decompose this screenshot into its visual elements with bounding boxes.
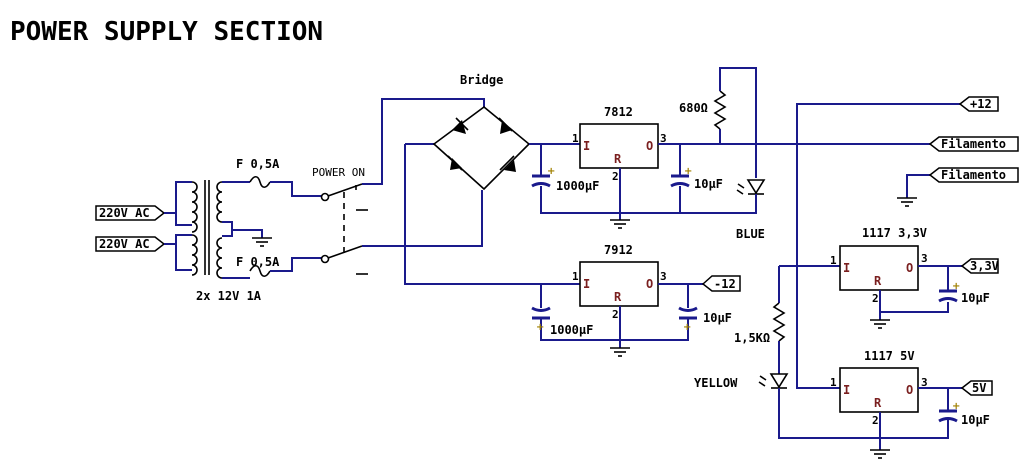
regulator-7812: 7812 I O R 1 3 2 bbox=[572, 105, 667, 183]
page-title: POWER SUPPLY SECTION bbox=[10, 17, 323, 47]
resistor-680 bbox=[713, 90, 727, 130]
cap-c1-label: 1000µF bbox=[556, 179, 599, 193]
svg-text:+: + bbox=[684, 166, 692, 177]
svg-text:R: R bbox=[874, 396, 882, 410]
capacitor-c2: + bbox=[670, 166, 692, 188]
ground-symbol bbox=[870, 319, 890, 329]
svg-text:O: O bbox=[646, 139, 653, 153]
svg-text:3: 3 bbox=[921, 376, 928, 389]
led-blue-label: BLUE bbox=[736, 227, 765, 241]
output-3v3: 3,3V bbox=[960, 258, 999, 274]
cap-c6-label: 10µF bbox=[961, 413, 990, 427]
capacitor-c1: + bbox=[531, 166, 555, 188]
cap-c3-label: 1000µF bbox=[550, 323, 593, 337]
svg-text:1117 5V: 1117 5V bbox=[864, 349, 915, 363]
svg-text:1: 1 bbox=[830, 254, 837, 267]
led-blue bbox=[736, 179, 766, 195]
svg-text:3: 3 bbox=[660, 132, 667, 145]
cap-c2-label: 10µF bbox=[694, 177, 723, 191]
svg-text:Filamento: Filamento bbox=[941, 137, 1006, 151]
svg-text:I: I bbox=[583, 139, 590, 153]
output-filamento-2: Filamento bbox=[928, 167, 1019, 183]
svg-text:5V: 5V bbox=[972, 381, 986, 395]
svg-text:7912: 7912 bbox=[604, 243, 633, 257]
regulator-7912: 7912 I O R 1 3 2 bbox=[572, 243, 667, 321]
svg-text:3: 3 bbox=[921, 252, 928, 265]
ground-symbol bbox=[252, 237, 272, 247]
svg-text:+: + bbox=[547, 166, 555, 177]
cap-c5-label: 10µF bbox=[961, 291, 990, 305]
fuse-bottom-label: F 0,5A bbox=[236, 255, 280, 269]
ac-input-bottom: 220V AC bbox=[95, 236, 166, 252]
transformer bbox=[191, 180, 223, 279]
svg-text:2: 2 bbox=[872, 414, 879, 427]
svg-text:2: 2 bbox=[612, 170, 619, 183]
svg-text:I: I bbox=[843, 261, 850, 275]
capacitor-c5: + bbox=[938, 281, 960, 303]
svg-text:R: R bbox=[874, 274, 882, 288]
svg-text:+: + bbox=[683, 322, 691, 333]
capacitor-c4: + bbox=[678, 306, 698, 333]
svg-text:+: + bbox=[536, 322, 544, 333]
svg-text:2: 2 bbox=[612, 308, 619, 321]
ground-symbol bbox=[897, 197, 917, 207]
svg-text:7812: 7812 bbox=[604, 105, 633, 119]
svg-text:I: I bbox=[583, 277, 590, 291]
svg-text:R: R bbox=[614, 290, 622, 304]
capacitor-c3: + bbox=[531, 306, 551, 333]
ac-input-top: 220V AC bbox=[95, 205, 166, 221]
transformer-label: 2x 12V 1A bbox=[196, 289, 262, 303]
capacitor-c6: + bbox=[938, 401, 960, 423]
svg-text:O: O bbox=[906, 383, 913, 397]
resistor-1k5-label: 1,5KΩ bbox=[734, 331, 770, 345]
svg-text:1117 3,3V: 1117 3,3V bbox=[862, 226, 927, 240]
svg-text:3,3V: 3,3V bbox=[970, 259, 999, 273]
output-plus12: +12 bbox=[958, 96, 999, 112]
svg-text:3: 3 bbox=[660, 270, 667, 283]
ground-symbol bbox=[610, 219, 630, 229]
svg-text:R: R bbox=[614, 152, 622, 166]
svg-text:Filamento: Filamento bbox=[941, 168, 1006, 182]
resistor-680-label: 680Ω bbox=[679, 101, 708, 115]
svg-text:+: + bbox=[952, 401, 960, 412]
svg-text:220V AC: 220V AC bbox=[99, 237, 150, 251]
output-5v: 5V bbox=[960, 380, 993, 396]
power-switch-label: POWER ON bbox=[312, 166, 365, 179]
svg-text:+: + bbox=[952, 281, 960, 292]
regulator-1117-5v: 1117 5V I O R 1 3 2 bbox=[830, 349, 928, 427]
led-yellow bbox=[758, 373, 789, 389]
cap-c4-label: 10µF bbox=[703, 311, 732, 325]
svg-text:1: 1 bbox=[572, 270, 579, 283]
ground-symbol bbox=[870, 449, 890, 459]
svg-text:O: O bbox=[906, 261, 913, 275]
svg-text:+12: +12 bbox=[970, 97, 992, 111]
resistor-1k5 bbox=[772, 302, 786, 342]
fuse-bottom bbox=[249, 264, 271, 278]
ground-symbol bbox=[610, 347, 630, 357]
output-filamento-1: Filamento bbox=[928, 136, 1019, 152]
svg-text:-12: -12 bbox=[714, 277, 736, 291]
bridge-label: Bridge bbox=[460, 73, 503, 87]
fuse-top bbox=[249, 175, 271, 189]
svg-text:1: 1 bbox=[830, 376, 837, 389]
svg-text:O: O bbox=[646, 277, 653, 291]
regulator-1117-3v3: 1117 3,3V I O R 1 3 2 bbox=[830, 226, 928, 305]
power-switch bbox=[320, 183, 368, 275]
fuse-top-label: F 0,5A bbox=[236, 157, 280, 171]
svg-text:2: 2 bbox=[872, 292, 879, 305]
svg-text:220V AC: 220V AC bbox=[99, 206, 150, 220]
output-minus12: -12 bbox=[701, 275, 741, 292]
bridge-rectifier bbox=[432, 105, 531, 191]
svg-text:1: 1 bbox=[572, 132, 579, 145]
led-yellow-label: YELLOW bbox=[694, 376, 738, 390]
svg-text:I: I bbox=[843, 383, 850, 397]
